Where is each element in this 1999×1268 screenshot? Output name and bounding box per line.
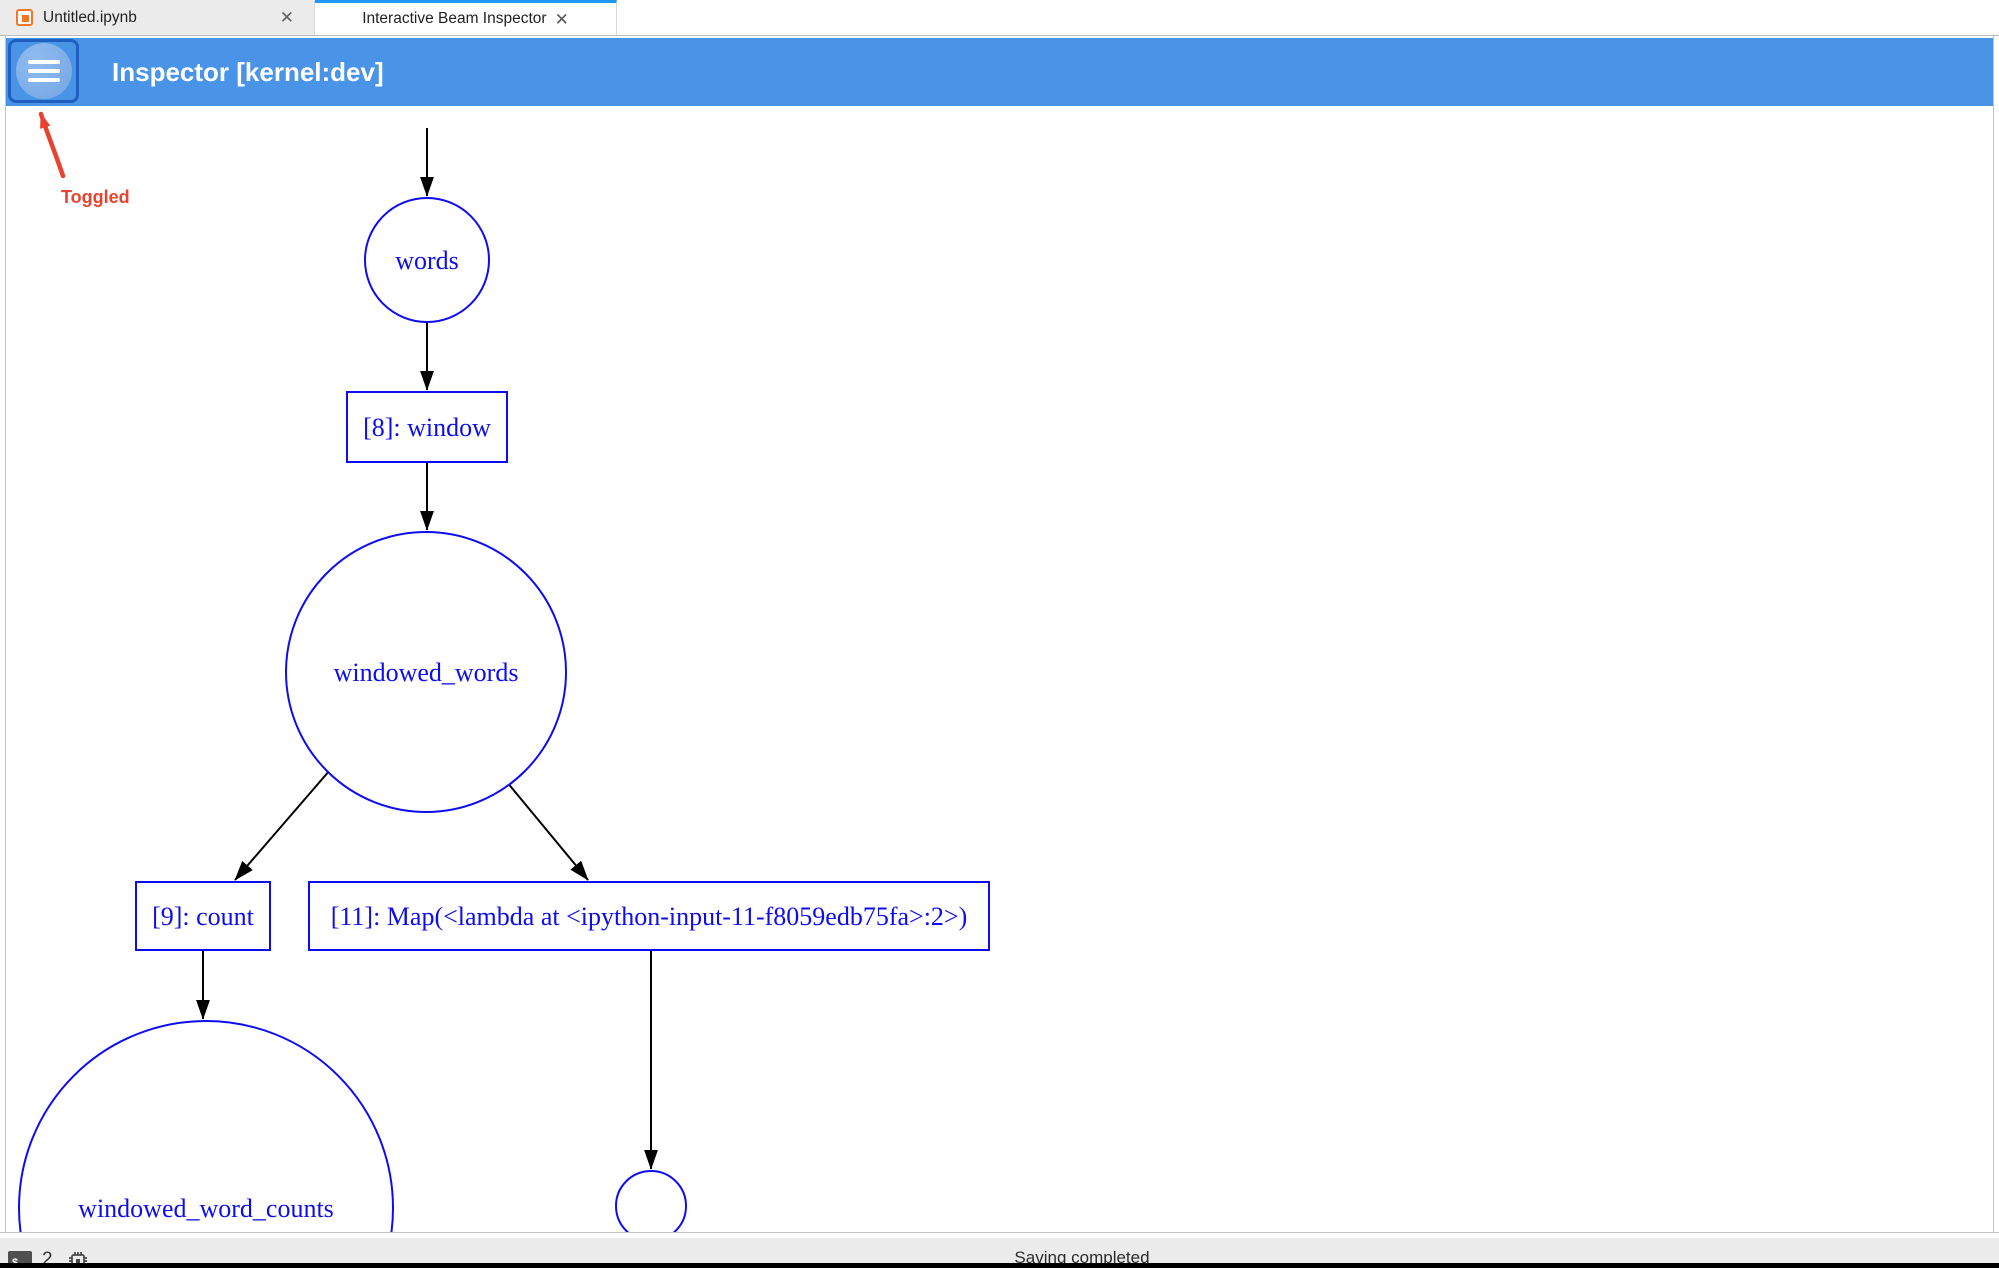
- terminal-count: 2: [42, 1249, 53, 1268]
- tab-untitled-notebook[interactable]: Untitled.ipynb ✕: [0, 0, 315, 35]
- annotation-label: Toggled: [61, 187, 130, 207]
- inspector-header: Inspector [kernel:dev]: [6, 38, 1993, 106]
- node-unnamed-output[interactable]: [615, 1170, 687, 1232]
- tab-bar: Untitled.ipynb ✕ Interactive Beam Inspec…: [0, 0, 1999, 36]
- tab-label: Untitled.ipynb: [43, 8, 137, 26]
- node-windowed-word-counts[interactable]: [18, 1020, 394, 1232]
- node-words-label: words: [395, 246, 459, 275]
- node-windowed-words[interactable]: [285, 531, 567, 813]
- tab-beam-inspector[interactable]: Interactive Beam Inspector ✕: [315, 0, 617, 35]
- node-map-label: [11]: Map(<lambda at <ipython-input-11-f…: [331, 902, 968, 931]
- menu-button[interactable]: [8, 39, 79, 103]
- inspector-title: Inspector [kernel:dev]: [112, 57, 384, 87]
- node-map[interactable]: [308, 881, 990, 951]
- edge-windowed-words-to-count: [234, 769, 331, 881]
- node-window[interactable]: [346, 391, 508, 463]
- close-icon[interactable]: ✕: [554, 9, 569, 29]
- window-bottom-strip: [0, 1263, 1999, 1268]
- notebook-icon: [16, 9, 33, 26]
- tab-label: Interactive Beam Inspector: [362, 10, 547, 27]
- node-words[interactable]: [364, 197, 490, 323]
- node-count-label: [9]: count: [152, 902, 255, 931]
- panel-left-border: [5, 36, 6, 1232]
- close-icon[interactable]: ✕: [279, 8, 294, 27]
- status-message: Saving completed: [1014, 1248, 1150, 1267]
- node-windowed-words-label: windowed_words: [334, 658, 519, 687]
- node-windowed-word-counts-label: windowed_word_counts: [78, 1194, 334, 1223]
- pipeline-graph: words [8]: window windowed_words [9]: co…: [18, 111, 990, 1232]
- edge-windowed-words-to-map: [496, 769, 589, 881]
- annotation-arrow: [38, 111, 66, 179]
- panel-right-border: [1993, 36, 1994, 1232]
- node-window-label: [8]: window: [363, 413, 491, 442]
- node-count[interactable]: [135, 881, 271, 951]
- hamburger-icon: [27, 55, 60, 87]
